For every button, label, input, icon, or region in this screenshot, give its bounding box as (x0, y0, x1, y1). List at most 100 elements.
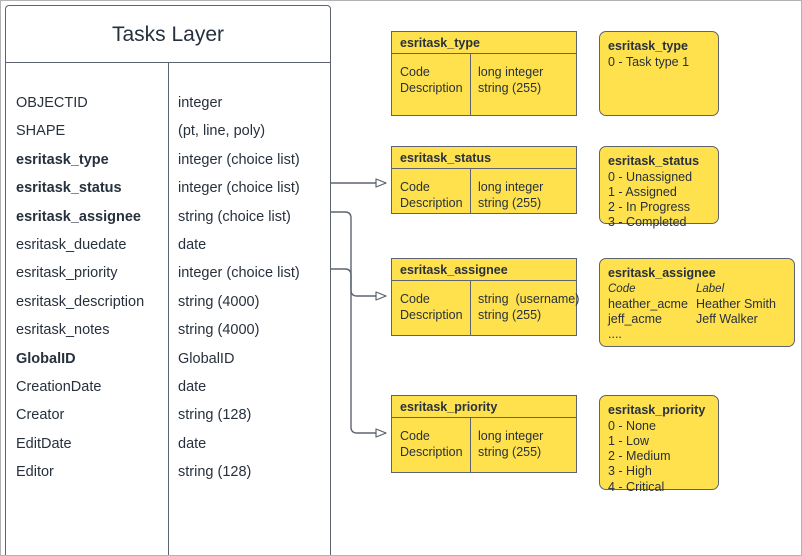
list-item: 3 - High (608, 464, 652, 479)
entity-body: OBJECTID integer SHAPE (pt, line, poly) … (6, 63, 330, 555)
value-box-title: esritask_type (608, 39, 688, 53)
domain-box-esritask-type: esritask_type Code Description long inte… (391, 31, 577, 116)
value-label: Jeff Walker (696, 312, 758, 327)
column-header-label: Label (696, 282, 725, 295)
field-type: integer (choice list) (178, 151, 300, 168)
domain-column-divider (470, 169, 471, 213)
domain-box-title: esritask_assignee (392, 259, 576, 281)
table-row: esritask_duedate date (6, 231, 330, 259)
field-type: string (128) (178, 407, 252, 424)
table-row: esritask_priority integer (choice list) (6, 259, 330, 287)
value-box-lines: 0 - Task type 1 (608, 55, 710, 70)
value-continuation: .... (608, 327, 622, 342)
field-name: Editor (16, 464, 54, 481)
value-box-lines: 0 - Unassigned 1 - Assigned 2 - In Progr… (608, 170, 710, 231)
value-code: jeff_acme (608, 312, 662, 327)
field-type: string (choice list) (178, 208, 291, 225)
field-name: CreationDate (16, 378, 102, 395)
list-item: 2 - Medium (608, 449, 671, 464)
domain-box-esritask-priority: esritask_priority Code Description long … (391, 395, 577, 473)
table-row: esritask_status integer (choice list) (6, 174, 330, 202)
value-box-column-headers: Code Label (608, 282, 786, 297)
field-name: esritask_duedate (16, 236, 127, 253)
table-row: Creator string (128) (6, 401, 330, 429)
domain-column-divider (470, 281, 471, 335)
field-name: esritask_notes (16, 322, 110, 339)
field-type: string (4000) (178, 322, 260, 339)
value-code: heather_acme (608, 296, 688, 311)
domain-box-title: esritask_priority (392, 396, 576, 418)
field-name: esritask_priority (16, 265, 118, 282)
domain-box-title: esritask_status (392, 147, 576, 169)
field-type: string (4000) (178, 293, 260, 310)
field-name: esritask_assignee (16, 208, 141, 225)
table-row: EditDate date (6, 430, 330, 458)
field-type: date (178, 236, 207, 253)
table-row: CreationDate date (6, 373, 330, 401)
value-box-title: esritask_priority (608, 403, 706, 417)
domain-field-names: Code Description (400, 180, 463, 210)
list-item: 0 - None (608, 418, 656, 433)
field-name: esritask_description (16, 293, 145, 310)
field-name: Creator (16, 407, 65, 424)
field-type: (pt, line, poly) (178, 123, 266, 140)
domain-box-body: Code Description long integer string (25… (392, 169, 576, 213)
entity-title: Tasks Layer (6, 6, 330, 63)
field-type: integer (178, 95, 223, 111)
list-item: 1 - Low (608, 433, 649, 448)
domain-field-names: Code Description (400, 292, 463, 322)
field-name: GlobalID (16, 350, 76, 367)
table-row: jeff_acme Jeff Walker (608, 312, 786, 327)
table-row: esritask_notes string (4000) (6, 316, 330, 344)
connector-assignee (331, 211, 387, 301)
table-row: esritask_description string (4000) (6, 288, 330, 316)
table-row: SHAPE (pt, line, poly) (6, 117, 330, 145)
domain-box-body: Code Description string (username) strin… (392, 281, 580, 335)
list-item: 0 - Unassigned (608, 169, 693, 184)
value-box-esritask-assignee: esritask_assignee Code Label heather_acm… (599, 258, 795, 347)
field-type: GlobalID (178, 350, 235, 367)
list-item: 4 - Critical (608, 479, 665, 494)
value-box-title: esritask_status (608, 154, 700, 168)
domain-box-body: Code Description long integer string (25… (392, 418, 576, 472)
domain-box-title: esritask_type (392, 32, 576, 54)
list-item: 0 - Task type 1 (608, 54, 690, 69)
list-item: 2 - In Progress (608, 200, 690, 215)
entity-table-tasks-layer: Tasks Layer OBJECTID integer SHAPE (pt, … (5, 5, 331, 555)
domain-field-types: string (username) string (255) (478, 292, 580, 322)
field-type: date (178, 378, 207, 395)
entity-column-divider (168, 63, 169, 555)
domain-field-names: Code Description (400, 429, 463, 459)
table-row: esritask_assignee string (choice list) (6, 203, 330, 231)
field-type: integer (choice list) (178, 265, 300, 282)
table-row: Editor string (128) (6, 458, 330, 486)
domain-field-types: long integer string (255) (478, 180, 544, 210)
field-type: string (128) (178, 464, 252, 481)
table-row: esritask_type integer (choice list) (6, 146, 330, 174)
list-item: 3 - Completed (608, 215, 687, 230)
field-name: EditDate (16, 435, 72, 452)
domain-box-esritask-status: esritask_status Code Description long in… (391, 146, 577, 214)
column-header-code: Code (608, 282, 636, 295)
value-box-lines: 0 - None 1 - Low 2 - Medium 3 - High 4 -… (608, 419, 710, 495)
value-box-esritask-priority: esritask_priority 0 - None 1 - Low 2 - M… (599, 395, 719, 494)
field-name: esritask_type (16, 151, 109, 168)
field-name: esritask_status (16, 180, 122, 197)
domain-box-body: Code Description long integer string (25… (392, 54, 576, 115)
field-name: OBJECTID (16, 95, 88, 111)
value-box-title: esritask_assignee (608, 266, 716, 280)
entity-field-list: OBJECTID integer SHAPE (pt, line, poly) … (6, 89, 330, 486)
domain-field-types: long integer string (255) (478, 65, 544, 95)
domain-field-names: Code Description (400, 65, 463, 95)
field-type: integer (choice list) (178, 180, 300, 197)
table-row: heather_acme Heather Smith (608, 297, 786, 312)
value-box-esritask-type: esritask_type 0 - Task type 1 (599, 31, 719, 116)
connector-priority (331, 268, 387, 438)
value-label: Heather Smith (696, 296, 776, 311)
list-item: 1 - Assigned (608, 184, 677, 199)
domain-column-divider (470, 54, 471, 115)
table-row: GlobalID GlobalID (6, 345, 330, 373)
domain-column-divider (470, 418, 471, 472)
value-box-esritask-status: esritask_status 0 - Unassigned 1 - Assig… (599, 146, 719, 229)
